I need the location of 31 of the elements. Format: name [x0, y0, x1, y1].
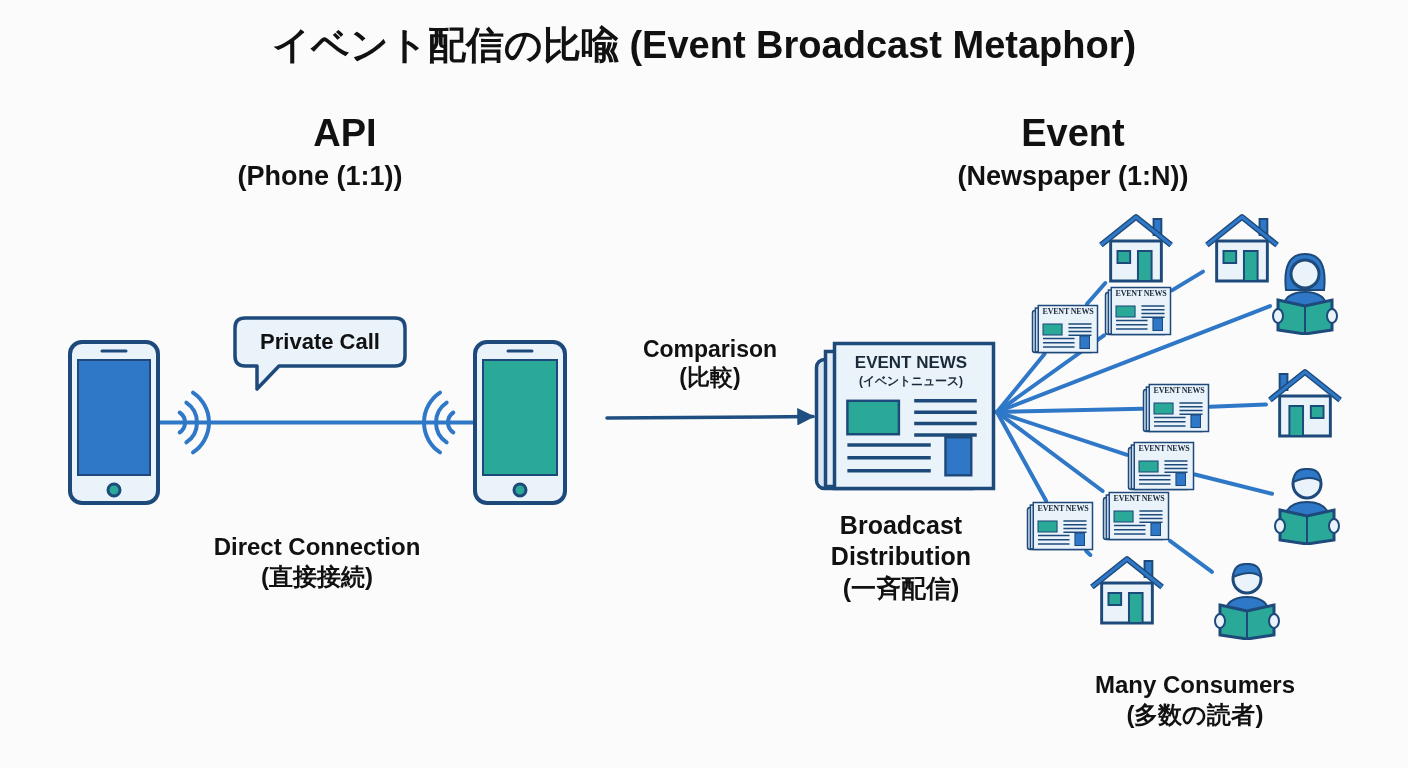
- newspaper-headline: EVENT NEWS: [1113, 494, 1165, 504]
- bubble-text: Private Call: [260, 328, 380, 356]
- section-subheading: (Newspaper (1:N)): [957, 160, 1189, 193]
- newspaper-subtitle: (イベントニュース): [859, 374, 963, 389]
- connector-line: [1168, 538, 1214, 574]
- house-icon: [1203, 213, 1281, 283]
- newspaper-headline: EVENT NEWS: [854, 352, 968, 374]
- newspaper-headline: EVENT NEWS: [1138, 444, 1190, 454]
- connector-line: [1084, 281, 1108, 306]
- reader-icon: [1270, 250, 1340, 335]
- house-icon: [1266, 368, 1344, 438]
- phone-icon: [68, 340, 160, 505]
- newspaper-headline: EVENT NEWS: [1037, 504, 1089, 514]
- house-icon: [1097, 213, 1175, 283]
- arrow: [605, 407, 815, 426]
- newspaper-headline: EVENT NEWS: [1042, 307, 1094, 317]
- newspaper-headline: EVENT NEWS: [1153, 386, 1205, 396]
- section-subheading: (Phone (1:1)): [237, 160, 403, 193]
- connector-line: [1084, 549, 1093, 557]
- node-caption: Broadcast Distribution (一斉配信): [829, 510, 973, 604]
- diagram-title: イベント配信の比喩 (Event Broadcast Metaphor): [271, 23, 1137, 68]
- connector-line: [1208, 402, 1268, 409]
- caption-text: Direct Connection (直接接続): [212, 532, 422, 592]
- newspaper-headline: EVENT NEWS: [1115, 289, 1167, 299]
- caption-text: Many Consumers (多数の読者): [1093, 670, 1297, 730]
- section-heading: API: [313, 111, 377, 156]
- phone-icon: [473, 340, 567, 505]
- section-heading: Event: [1021, 111, 1125, 156]
- connector-line: [1170, 269, 1205, 293]
- house-icon: [1088, 555, 1166, 625]
- connector-line: [1193, 472, 1274, 496]
